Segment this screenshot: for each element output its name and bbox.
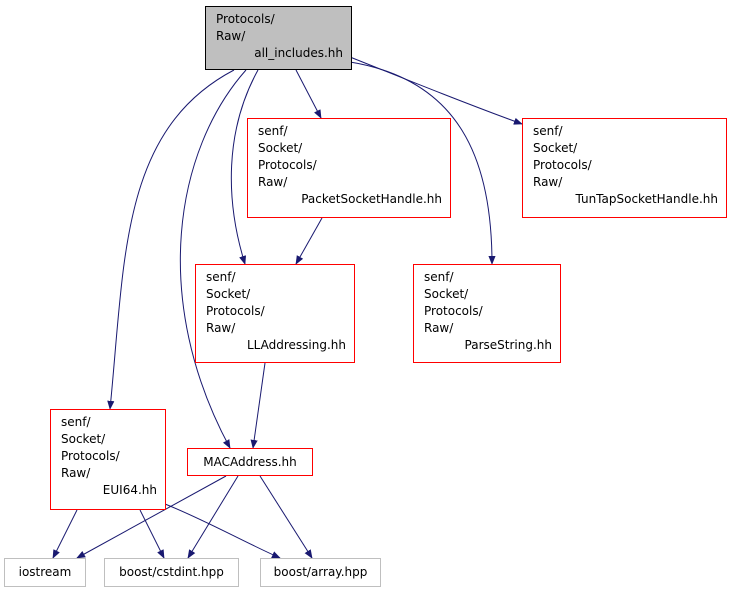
node-line: Socket/ — [424, 287, 469, 301]
node-boost-cstdint[interactable]: boost/cstdint.hpp — [104, 558, 239, 587]
node-line: Socket/ — [258, 141, 303, 155]
edge-mac-array — [259, 475, 313, 559]
node-boost-array[interactable]: boost/array.hpp — [260, 558, 381, 587]
node-line: EUI64.hh — [102, 483, 157, 497]
node-line: Raw/ — [258, 175, 288, 189]
node-iostream[interactable]: iostream — [4, 558, 86, 587]
node-line: Raw/ — [424, 321, 454, 335]
node-line: ParseString.hh — [464, 338, 552, 352]
node-line: all_includes.hh — [254, 46, 343, 60]
node-tuntap-socket-handle[interactable]: senf/ Socket/ Protocols/ Raw/ TunTapSock… — [522, 118, 727, 218]
node-eui64[interactable]: senf/ Socket/ Protocols/ Raw/ EUI64.hh — [50, 409, 166, 510]
node-line: Protocols/ — [206, 304, 265, 318]
edge-mac-cstdint — [187, 475, 239, 559]
node-label: boost/array.hpp — [273, 565, 368, 579]
node-line: Socket/ — [61, 432, 106, 446]
edge-root-mac — [179, 69, 247, 449]
node-line: Raw/ — [533, 175, 563, 189]
node-line: LLAddressing.hh — [246, 338, 346, 352]
node-line: Protocols/ — [533, 158, 592, 172]
edge-mac-iostream — [76, 475, 227, 559]
node-line: senf/ — [206, 270, 236, 284]
node-line: senf/ — [424, 270, 454, 284]
edge-root-parse — [349, 61, 496, 265]
node-line: Protocols/ — [258, 158, 317, 172]
node-line: Socket/ — [533, 141, 578, 155]
node-packet-socket-handle[interactable]: senf/ Socket/ Protocols/ Raw/ PacketSock… — [247, 118, 451, 218]
edge-root-lladdr — [230, 69, 259, 265]
edge-eui64-iostream — [52, 509, 78, 559]
node-all-includes[interactable]: Protocols/ Raw/ all_includes.hh — [205, 6, 352, 70]
node-mac-address[interactable]: MACAddress.hh — [187, 448, 313, 476]
node-line: senf/ — [61, 415, 91, 429]
edge-eui64-cstdint — [139, 509, 165, 559]
node-line: Socket/ — [206, 287, 251, 301]
edge-eui64-array — [164, 503, 281, 559]
node-line: senf/ — [258, 124, 288, 138]
node-line: PacketSocketHandle.hh — [301, 192, 442, 206]
node-line: Protocols/ — [61, 449, 120, 463]
node-parse-string[interactable]: senf/ Socket/ Protocols/ Raw/ ParseStrin… — [413, 264, 561, 363]
node-line: Raw/ — [216, 29, 246, 43]
node-line: senf/ — [533, 124, 563, 138]
edge-lladdr-mac — [250, 362, 266, 449]
node-lladdressing[interactable]: senf/ Socket/ Protocols/ Raw/ LLAddressi… — [195, 264, 355, 363]
edge-root-tuntap — [349, 56, 523, 125]
edge-root-eui64 — [107, 69, 235, 410]
node-line: Protocols/ — [424, 304, 483, 318]
edge-root-packet — [295, 69, 322, 119]
node-label: iostream — [18, 565, 72, 579]
node-label: MACAddress.hh — [203, 455, 297, 469]
node-line: TunTapSocketHandle.hh — [575, 192, 718, 206]
node-line: Raw/ — [61, 466, 91, 480]
node-label: boost/cstdint.hpp — [119, 565, 224, 579]
node-line: Raw/ — [206, 321, 236, 335]
node-line: Protocols/ — [216, 12, 275, 26]
edge-packet-lladdr — [295, 217, 323, 265]
